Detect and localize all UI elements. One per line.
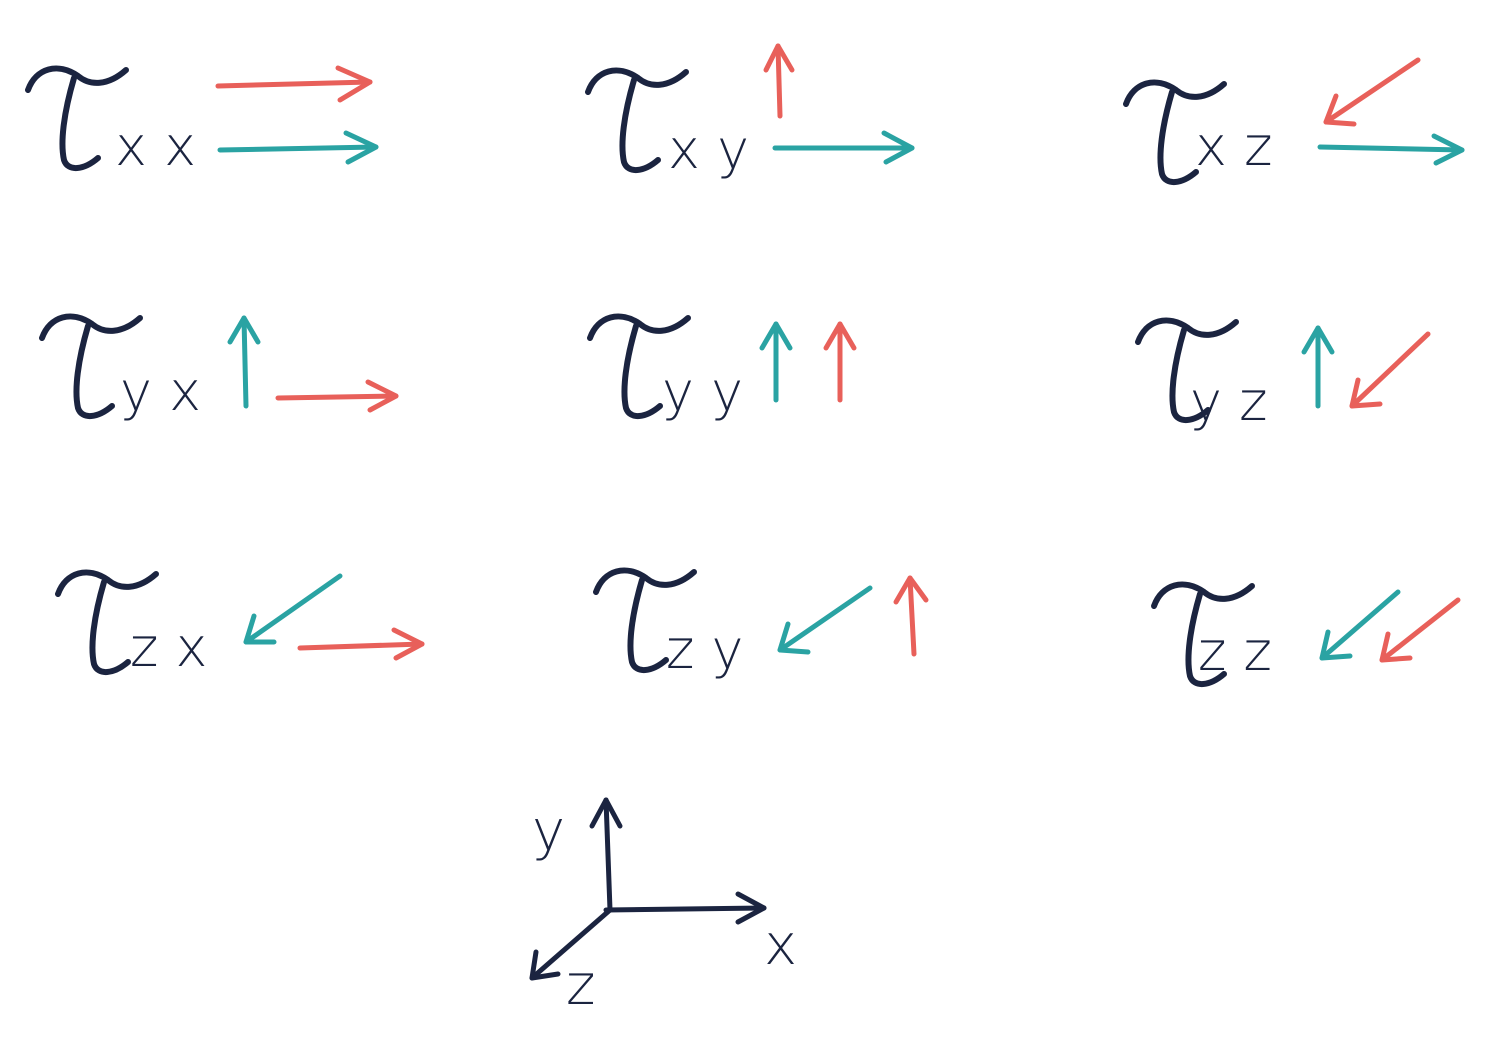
y-axis-arrowhead	[589, 797, 623, 829]
component-yy: y y	[590, 316, 857, 423]
teal-arrow-y	[759, 321, 793, 403]
subscript: z y	[666, 618, 743, 681]
y-axis	[603, 797, 613, 913]
red-arrow-y	[893, 575, 929, 657]
component-xz: x z	[1126, 57, 1465, 182]
subscript: y z	[1190, 370, 1267, 433]
teal-arrow-y	[1301, 325, 1335, 409]
component-zz: z z	[1154, 584, 1461, 684]
component-xy: x y	[588, 43, 915, 181]
subscript: x z	[1195, 115, 1272, 178]
y-axis-label: y	[532, 799, 565, 864]
subscript: y y	[662, 360, 743, 423]
coordinate-axes: y x z	[529, 797, 797, 1018]
teal-arrow-z	[777, 585, 873, 655]
component-xx: x x	[28, 65, 379, 178]
red-arrow-x	[215, 65, 373, 103]
subscript: z z	[1198, 620, 1272, 683]
red-arrow-z	[1349, 331, 1431, 409]
x-axis-arrowhead	[735, 891, 767, 925]
red-arrow-z	[1323, 57, 1421, 127]
red-arrow-y	[763, 43, 795, 119]
component-yz: y z	[1138, 320, 1431, 433]
subscript: x y	[668, 118, 749, 181]
component-zx: z x	[58, 572, 425, 679]
subscript: y x	[120, 360, 201, 423]
subscript: x x	[115, 115, 196, 178]
teal-arrow-x	[217, 130, 379, 165]
teal-arrow-z	[1319, 589, 1401, 661]
x-axis	[603, 905, 767, 913]
red-arrow-y	[823, 321, 857, 403]
z-axis-arrowhead	[529, 949, 561, 981]
teal-arrow-x	[772, 130, 915, 165]
red-arrow-x	[275, 379, 399, 413]
x-axis-label: x	[764, 913, 797, 978]
subscript: z x	[130, 616, 207, 679]
component-zy: z y	[596, 570, 929, 681]
component-yx: y x	[42, 315, 399, 423]
teal-arrow-x	[1317, 133, 1465, 166]
z-axis	[529, 907, 613, 981]
tau-symbol	[28, 68, 126, 168]
red-arrow-z	[1379, 597, 1461, 663]
teal-arrow-z	[243, 573, 343, 645]
z-axis-label: z	[566, 953, 595, 1018]
red-arrow-x	[297, 627, 425, 661]
teal-arrow-y	[227, 315, 261, 409]
